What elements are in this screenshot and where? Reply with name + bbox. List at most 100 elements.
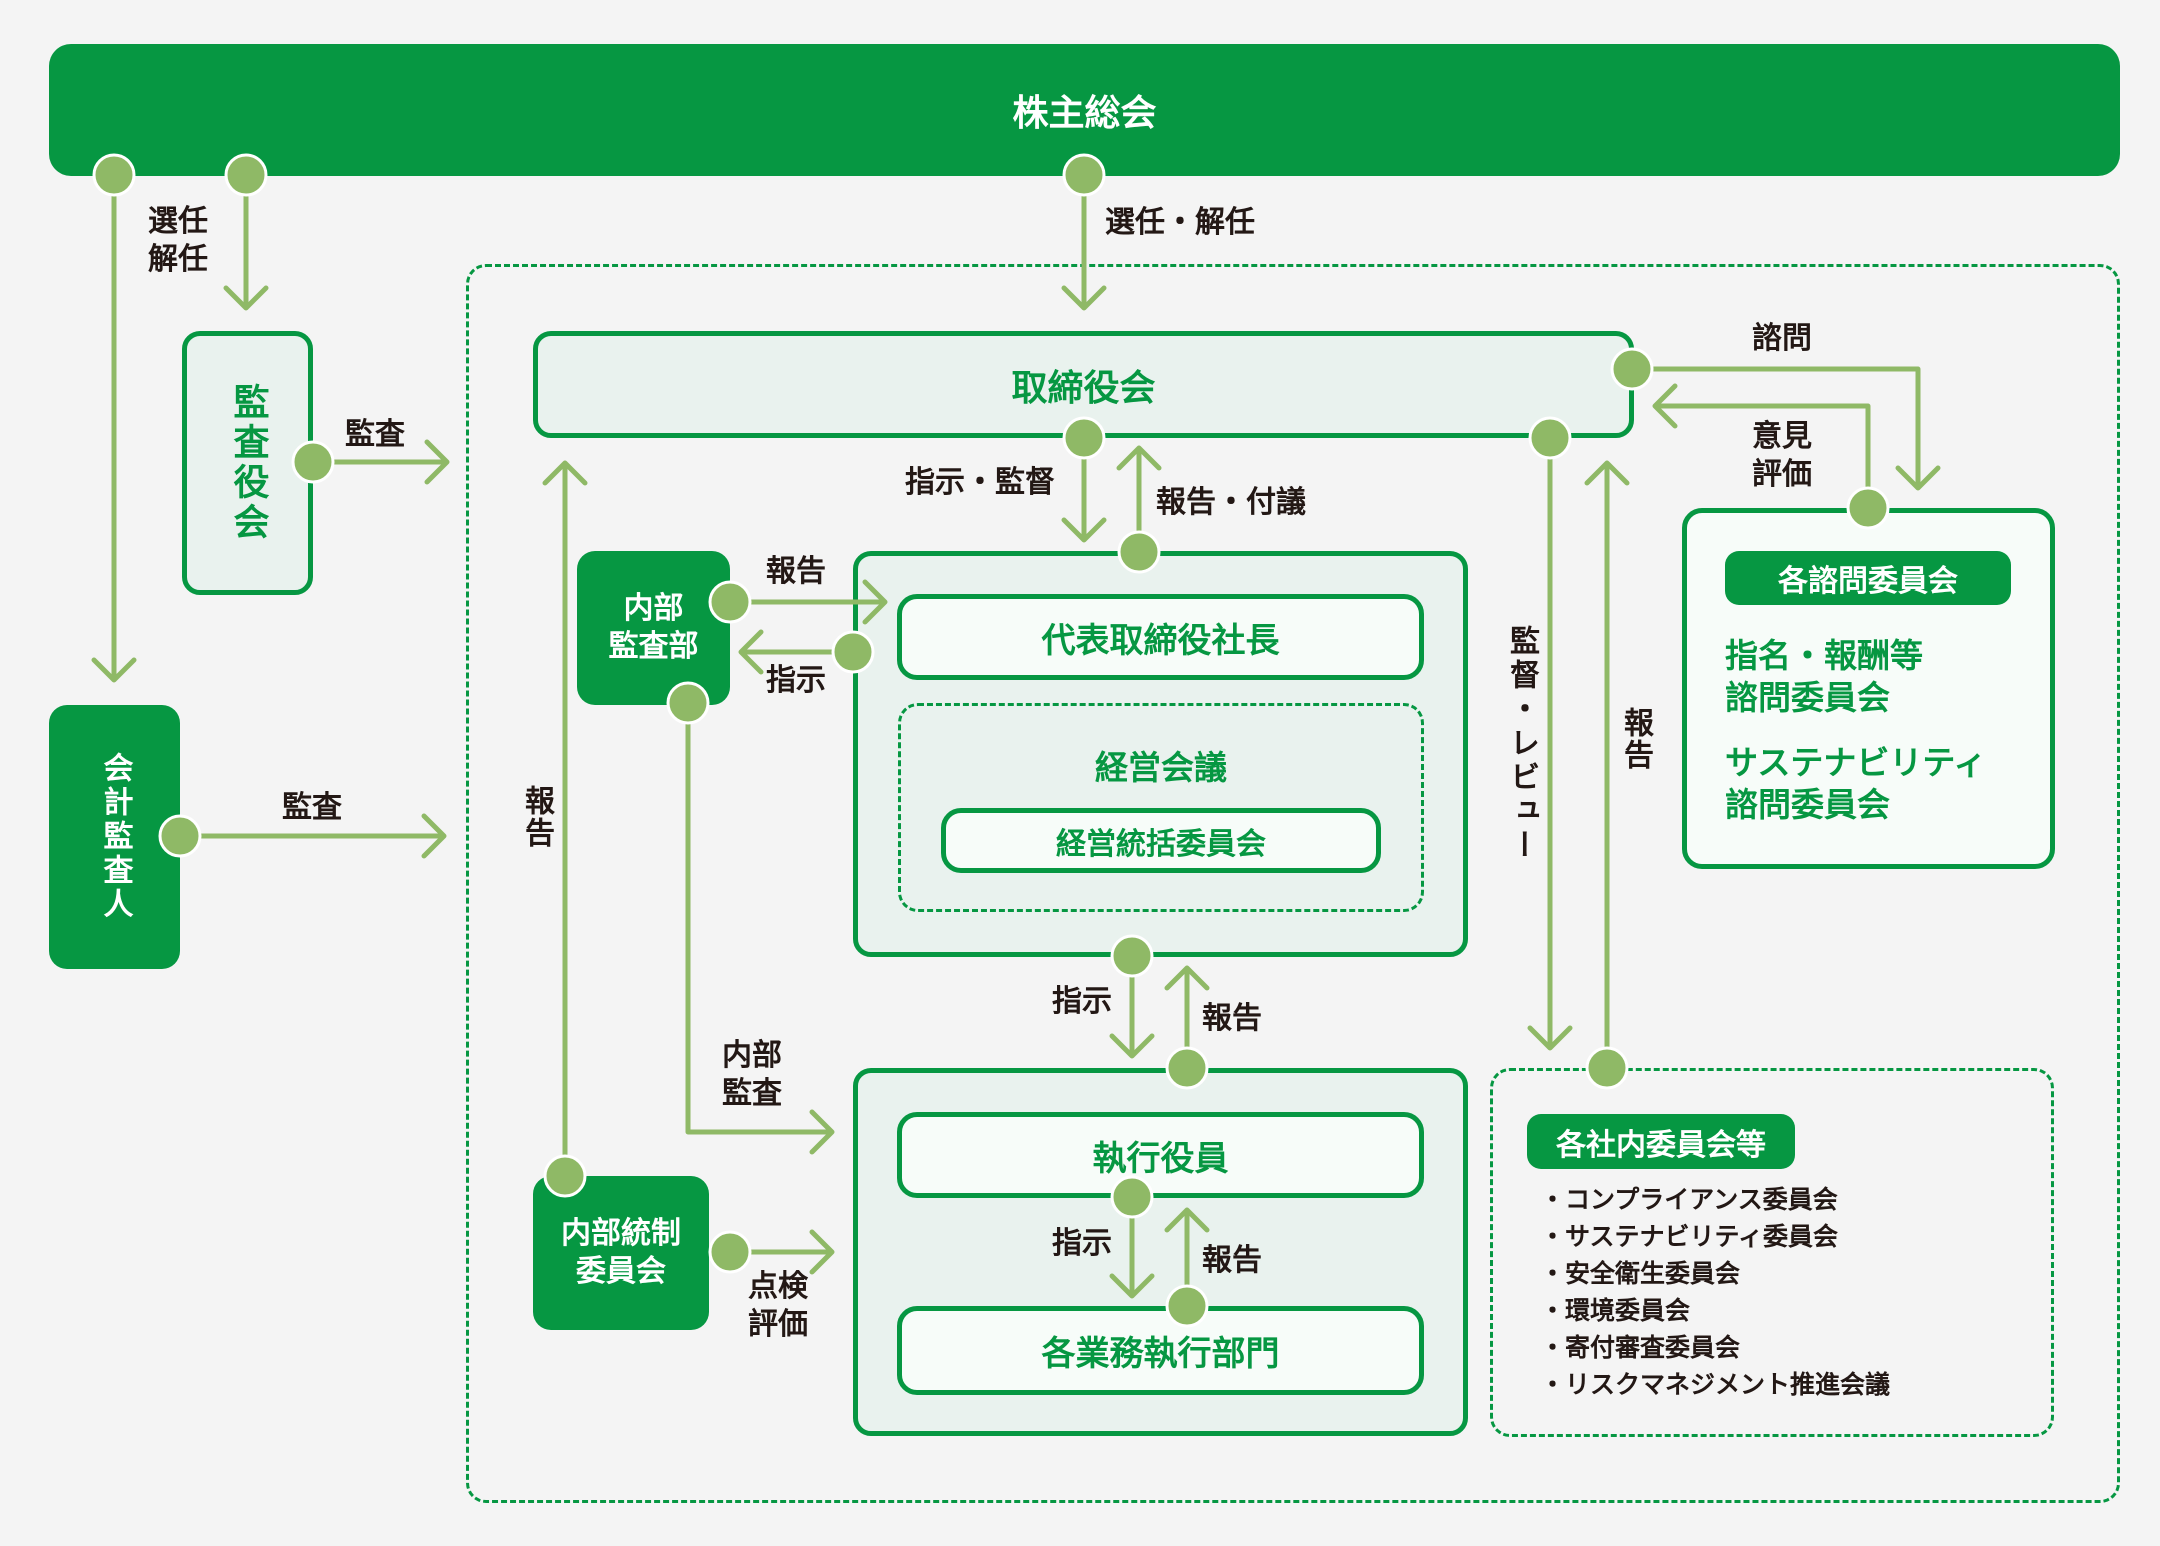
president-node[interactable]: 代表取締役社長 — [897, 594, 1424, 680]
edge-advisory-opinion-connector-dot — [1846, 486, 1890, 530]
internal-committees-node[interactable] — [1490, 1068, 2054, 1437]
advisory-item-line: 指名・報酬等 — [1725, 636, 1923, 675]
management-meeting-node[interactable] — [898, 703, 1424, 912]
advisory-item-nomination[interactable]: 指名・報酬等 諮問委員会 — [1725, 635, 1923, 719]
executive-officers-label: 執行役員 — [1092, 1138, 1229, 1179]
edge-control-inspect-exec-arrowhead — [809, 1229, 835, 1275]
label-line: 意見 — [1752, 419, 1812, 454]
label-line: 監査 — [722, 1076, 782, 1111]
edge-audit-internal-audit-exec-connector-dot — [666, 681, 710, 725]
edge-president-instruct-audit-connector-dot — [831, 630, 875, 674]
label-report-to-president: 報告 — [766, 554, 826, 589]
label-opinion: 意見 評価 — [1752, 418, 1812, 494]
edge-board-instruct-connector-dot — [1062, 416, 1106, 460]
edge-audit-report-president-arrowhead — [862, 579, 888, 625]
edge-audit-internal-audit-exec-arrowhead — [809, 1109, 835, 1155]
shareholders-meeting-label: 株主総会 — [1012, 93, 1157, 134]
edge-accounting-audit-arrowhead — [421, 813, 447, 859]
edge-audit-report-president-connector-dot — [708, 580, 752, 624]
edge-shareholders-to-audit-board-arrowhead — [223, 285, 269, 311]
edge-board-consult-arrowhead — [1895, 465, 1941, 491]
edge-mgmt-instruct-exec-connector-dot — [1110, 934, 1154, 978]
edge-shareholders-to-board-connector-dot — [1062, 153, 1106, 197]
accounting-auditor-node[interactable]: 会計監査人 — [49, 705, 180, 969]
label-accounting-audit: 監査 — [282, 790, 342, 825]
edge-president-instruct-audit-arrowhead — [738, 629, 764, 675]
management-meeting-title: 経営会議 — [898, 740, 1424, 790]
internal-committees-header-label: 各社内委員会等 — [1556, 1127, 1766, 1163]
label-instruct-exec-depts: 指示 — [1052, 1226, 1112, 1261]
label-report-to-board: 報告 — [519, 785, 554, 849]
business-departments-node[interactable]: 各業務執行部門 — [897, 1306, 1424, 1395]
label-instruct-supervise: 指示・監督 — [905, 465, 1055, 500]
edge-audit-internal-audit-exec — [685, 700, 833, 1135]
label-report-from-committees: 報告 — [1618, 707, 1653, 771]
board-of-directors-label: 取締役会 — [1011, 367, 1156, 409]
executive-officers-node[interactable]: 執行役員 — [897, 1112, 1424, 1198]
list-item: ・寄付審査委員会 — [1540, 1333, 1741, 1362]
edge-accounting-audit-connector-dot — [158, 814, 202, 858]
internal-committees-header: 各社内委員会等 — [1527, 1114, 1795, 1169]
company-boundary — [466, 264, 2120, 1503]
edge-audit-board-audit-connector-dot — [291, 440, 335, 484]
audit-board-node[interactable]: 監査役会 — [182, 331, 313, 595]
label-report-exec-mgmt: 報告 — [1202, 1001, 1262, 1036]
edge-shareholders-to-board-arrowhead — [1061, 285, 1107, 311]
advisory-header: 各諮問委員会 — [1725, 551, 2011, 605]
edge-exec-instruct-depts-connector-dot — [1110, 1175, 1154, 1219]
internal-control-committee-node[interactable]: 内部統制 委員会 — [533, 1176, 709, 1330]
internal-control-label-2: 委員会 — [576, 1254, 666, 1289]
management-meeting-label: 経営会議 — [1095, 748, 1227, 787]
edge-board-instruct-arrowhead — [1061, 517, 1107, 543]
label-line: 評価 — [748, 1307, 808, 1342]
edge-committees-report-board-connector-dot — [1585, 1046, 1629, 1090]
label-elect-dismiss: 選任 解任 — [148, 203, 208, 279]
edge-president-report-propose-connector-dot — [1117, 530, 1161, 574]
edge-board-supervise-review-arrowhead — [1527, 1025, 1573, 1051]
edge-shareholders-to-accounting-arrowhead — [91, 657, 137, 683]
edge-mgmt-instruct-exec-arrowhead — [1109, 1033, 1155, 1059]
advisory-item-line: 諮問委員会 — [1725, 678, 1890, 717]
edge-president-report-propose-arrowhead — [1116, 445, 1162, 471]
edge-exec-report-mgmt-arrowhead — [1164, 965, 1210, 991]
edge-control-report-board-connector-dot — [543, 1154, 587, 1198]
edge-committees-report-board-arrowhead — [1584, 460, 1630, 486]
edge-control-report-board-arrowhead — [542, 460, 588, 486]
list-item: ・リスクマネジメント推進会議 — [1540, 1370, 1891, 1399]
accounting-auditor-label: 会計監査人 — [97, 752, 133, 922]
list-item: ・安全衛生委員会 — [1540, 1259, 1741, 1288]
label-line: 内部 — [722, 1038, 782, 1073]
internal-committees-list: ・コンプライアンス委員会 ・サステナビリティ委員会 ・安全衛生委員会 ・環境委員… — [1540, 1181, 1890, 1403]
management-committee-node[interactable]: 経営統括委員会 — [941, 808, 1381, 873]
label-consult: 諮問 — [1752, 321, 1812, 356]
internal-audit-dept-label-1: 内部 — [623, 591, 684, 626]
label-report-depts-exec: 報告 — [1202, 1243, 1262, 1278]
edge-exec-report-mgmt-connector-dot — [1165, 1046, 1209, 1090]
edge-board-consult — [1629, 366, 1921, 489]
edge-advisory-opinion — [1654, 403, 1871, 511]
label-instruct-mgmt-exec: 指示 — [1052, 984, 1112, 1019]
label-line: 評価 — [1752, 457, 1812, 492]
audit-board-label: 監査役会 — [227, 383, 269, 543]
edge-advisory-opinion-arrowhead — [1652, 383, 1678, 429]
list-item: ・環境委員会 — [1540, 1296, 1691, 1325]
advisory-header-label: 各諮問委員会 — [1778, 564, 1958, 599]
label-inspect-evaluate: 点検 評価 — [748, 1268, 808, 1344]
label-supervise-review: 監督・レビュー — [1504, 625, 1539, 863]
edge-board-consult-connector-dot — [1610, 347, 1654, 391]
label-report-propose: 報告・付議 — [1156, 485, 1306, 520]
internal-audit-dept-node[interactable]: 内部 監査部 — [577, 551, 730, 705]
president-label: 代表取締役社長 — [1041, 620, 1280, 661]
edge-board-supervise-review-connector-dot — [1528, 416, 1572, 460]
edge-depts-report-exec-arrowhead — [1164, 1207, 1210, 1233]
label-line: 解任 — [148, 242, 208, 277]
advisory-item-sustainability[interactable]: サステナビリティ 諮問委員会 — [1725, 742, 1986, 826]
list-item: ・コンプライアンス委員会 — [1540, 1185, 1838, 1214]
label-internal-audit: 内部 監査 — [722, 1037, 782, 1113]
business-departments-label: 各業務執行部門 — [1041, 1334, 1280, 1374]
edge-depts-report-exec-connector-dot — [1165, 1284, 1209, 1328]
edge-shareholders-to-audit-board-connector-dot — [224, 153, 268, 197]
label-line: 選任 — [148, 204, 208, 239]
management-committee-label: 経営統括委員会 — [1056, 826, 1266, 862]
